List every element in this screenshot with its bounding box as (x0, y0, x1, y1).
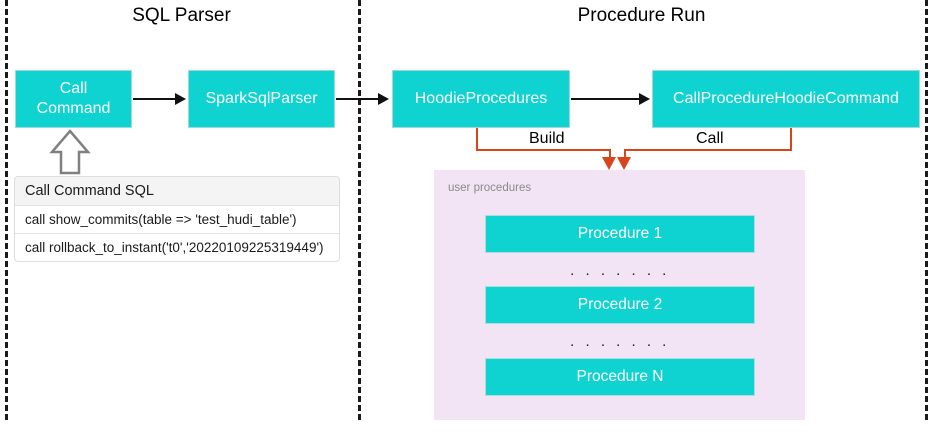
build-arrowhead (602, 157, 616, 170)
procedure-item-1[interactable]: Procedure 1 (485, 215, 755, 253)
edge-label-build: Build (525, 130, 569, 148)
arrow-call-command-to-parser-line (133, 98, 175, 100)
build-connector-horizontal (476, 149, 610, 151)
block-arrow-up-icon (48, 128, 92, 181)
node-spark-sql-parser[interactable]: SparkSqlParser (188, 70, 335, 128)
procedure-separator-dots: . . . . . . . (570, 333, 670, 350)
section-title-procedure-run: Procedure Run (577, 5, 706, 26)
node-call-procedure-hoodie-command[interactable]: CallProcedureHoodieCommand (652, 70, 920, 128)
call-connector-vertical-left (624, 149, 626, 162)
arrow-parser-to-hoodie-line (336, 98, 378, 100)
procedure-item-2[interactable]: Procedure 2 (485, 286, 755, 324)
user-procedures-label: user procedures (448, 182, 532, 194)
divider-right (925, 0, 928, 420)
node-call-command[interactable]: Call Command (15, 70, 132, 128)
arrow-hoodie-to-callprocedure-line (571, 98, 639, 100)
build-connector-vertical-right (609, 149, 611, 162)
procedure-item-n[interactable]: Procedure N (485, 358, 755, 396)
call-connector-vertical-right (790, 128, 792, 150)
sql-table-header: Call Command SQL (15, 177, 339, 206)
section-title-sql-parser: SQL Parser (132, 5, 231, 26)
sql-table-row: call show_commits(table => 'test_hudi_ta… (15, 206, 339, 234)
arrow-call-command-to-parser-head (175, 93, 186, 105)
procedure-separator-dots: . . . . . . . (570, 262, 670, 279)
node-hoodie-procedures[interactable]: HoodieProcedures (392, 70, 570, 128)
sql-table-row: call rollback_to_instant('t0','202201092… (25, 240, 324, 255)
edge-label-call: Call (692, 130, 728, 148)
arrow-hoodie-to-callprocedure-head (639, 93, 650, 105)
call-connector-horizontal (624, 149, 792, 151)
arrow-parser-to-hoodie-head (378, 93, 389, 105)
divider-left (5, 0, 8, 420)
call-command-sql-table: Call Command SQL call show_commits(table… (14, 176, 340, 262)
call-arrowhead (617, 157, 631, 170)
divider-middle (358, 0, 361, 420)
build-connector-vertical-left (476, 128, 478, 150)
